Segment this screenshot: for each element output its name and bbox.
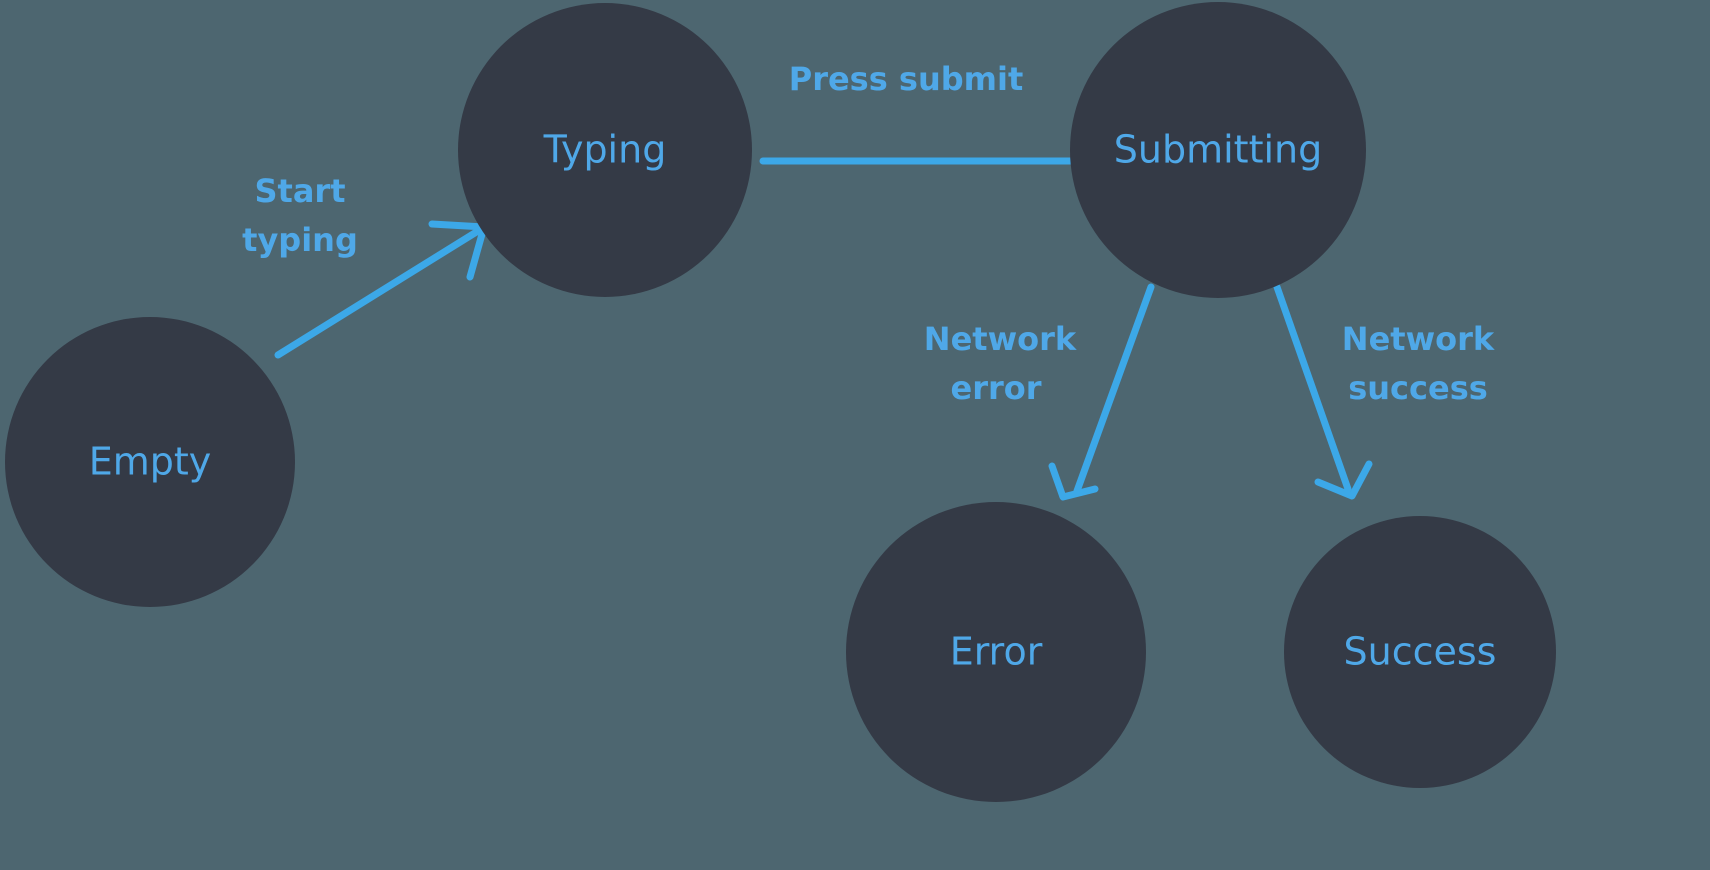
network-error-label-line2: error bbox=[950, 369, 1041, 407]
state-circle-typing[interactable] bbox=[458, 3, 752, 297]
state-circle-submitting[interactable] bbox=[1070, 2, 1366, 298]
network-error-arrow-line bbox=[1073, 283, 1155, 495]
network-error-arrowhead bbox=[1048, 462, 1099, 501]
start-typing-arrow-line bbox=[274, 227, 482, 359]
transition-label-press-submit: Press submit bbox=[789, 60, 1024, 98]
start-typing-label-line1: Start bbox=[254, 172, 345, 210]
press-submit-label-line1: Press submit bbox=[789, 60, 1024, 98]
network-error-label-line1: Network bbox=[924, 320, 1077, 358]
network-success-label-line2: success bbox=[1348, 369, 1488, 407]
network-success-label-line1: Network bbox=[1342, 320, 1495, 358]
state-node-empty[interactable]: Empty bbox=[5, 317, 295, 607]
start-typing-label-line2: typing bbox=[242, 221, 358, 259]
state-circle-empty[interactable] bbox=[5, 317, 295, 607]
transition-network-success bbox=[1273, 283, 1373, 500]
state-label-success: Success bbox=[1344, 630, 1497, 674]
transition-label-network-success: Network success bbox=[1342, 320, 1495, 407]
state-circle-error[interactable] bbox=[846, 502, 1146, 802]
state-node-submitting[interactable]: Submitting bbox=[1070, 2, 1366, 298]
state-label-typing: Typing bbox=[543, 128, 667, 172]
transition-label-network-error: Network error bbox=[924, 320, 1077, 407]
network-success-arrow-line bbox=[1273, 283, 1352, 493]
state-label-error: Error bbox=[950, 630, 1043, 674]
state-node-error[interactable]: Error bbox=[846, 502, 1146, 802]
transition-network-error bbox=[1048, 283, 1155, 501]
state-node-success[interactable]: Success bbox=[1284, 516, 1556, 788]
network-success-arrowhead bbox=[1314, 460, 1373, 500]
state-node-typing[interactable]: Typing bbox=[458, 3, 752, 297]
transition-label-start-typing: Start typing bbox=[242, 172, 358, 259]
state-label-empty: Empty bbox=[89, 440, 212, 484]
state-circle-success[interactable] bbox=[1284, 516, 1556, 788]
state-label-submitting: Submitting bbox=[1114, 128, 1322, 172]
